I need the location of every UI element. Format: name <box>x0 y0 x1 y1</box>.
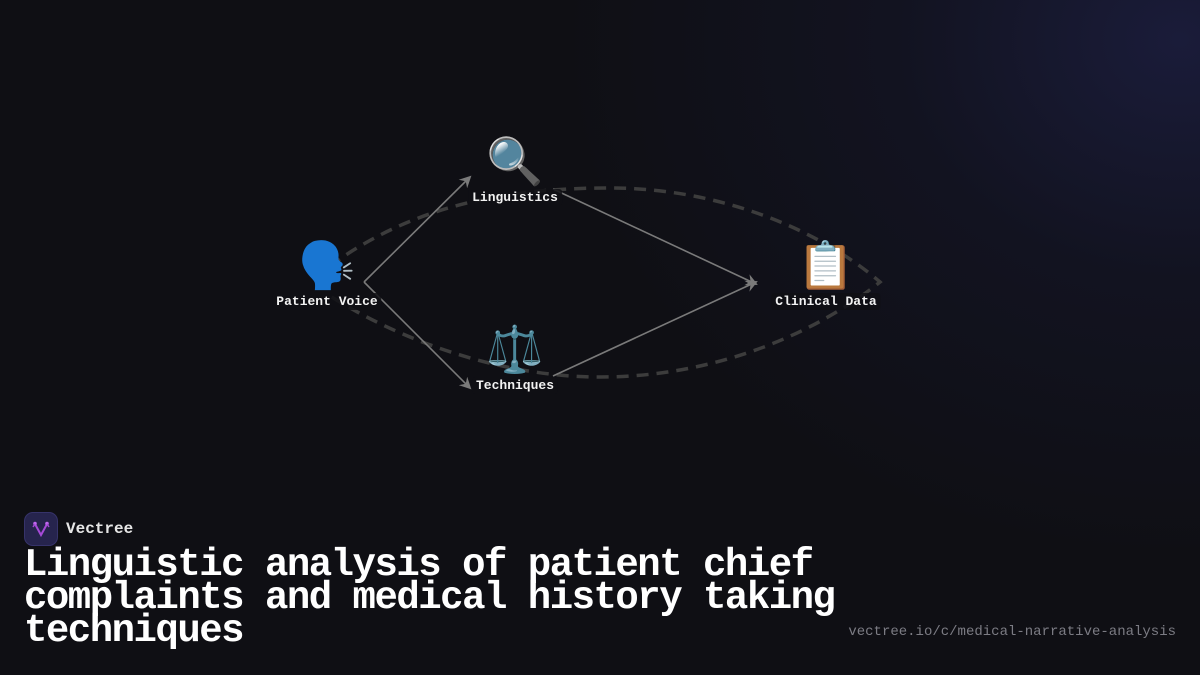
node-label: Techniques <box>471 377 559 394</box>
speaking-head-icon: 🗣️ <box>298 238 356 292</box>
brand-name: Vectree <box>66 520 134 538</box>
balance-scale-icon: ⚖️ <box>486 322 544 376</box>
node-linguistics[interactable]: 🔍 Linguistics <box>468 134 562 206</box>
edge-voice-linguistics <box>363 175 472 283</box>
node-label: Clinical Data <box>771 293 881 310</box>
node-clinical-data[interactable]: 📋 Clinical Data <box>771 238 881 310</box>
node-label: Patient Voice <box>272 293 382 310</box>
source-url[interactable]: vectree.io/c/medical-narrative-analysis <box>848 624 1176 640</box>
page-title: Linguistic analysis of patient chief com… <box>24 543 836 653</box>
node-patient-voice[interactable]: 🗣️ Patient Voice <box>272 238 382 310</box>
edge-voice-techniques <box>363 281 472 390</box>
clipboard-icon: 📋 <box>797 238 855 292</box>
node-techniques[interactable]: ⚖️ Techniques <box>471 322 559 394</box>
node-label: Linguistics <box>468 189 562 206</box>
edge-techniques-clinical <box>552 280 758 377</box>
brand[interactable]: Vectree <box>24 512 133 546</box>
vectree-logo-icon <box>24 512 58 546</box>
magnifying-glass-icon: 🔍 <box>486 134 544 188</box>
edge-linguistics-clinical <box>552 188 758 286</box>
